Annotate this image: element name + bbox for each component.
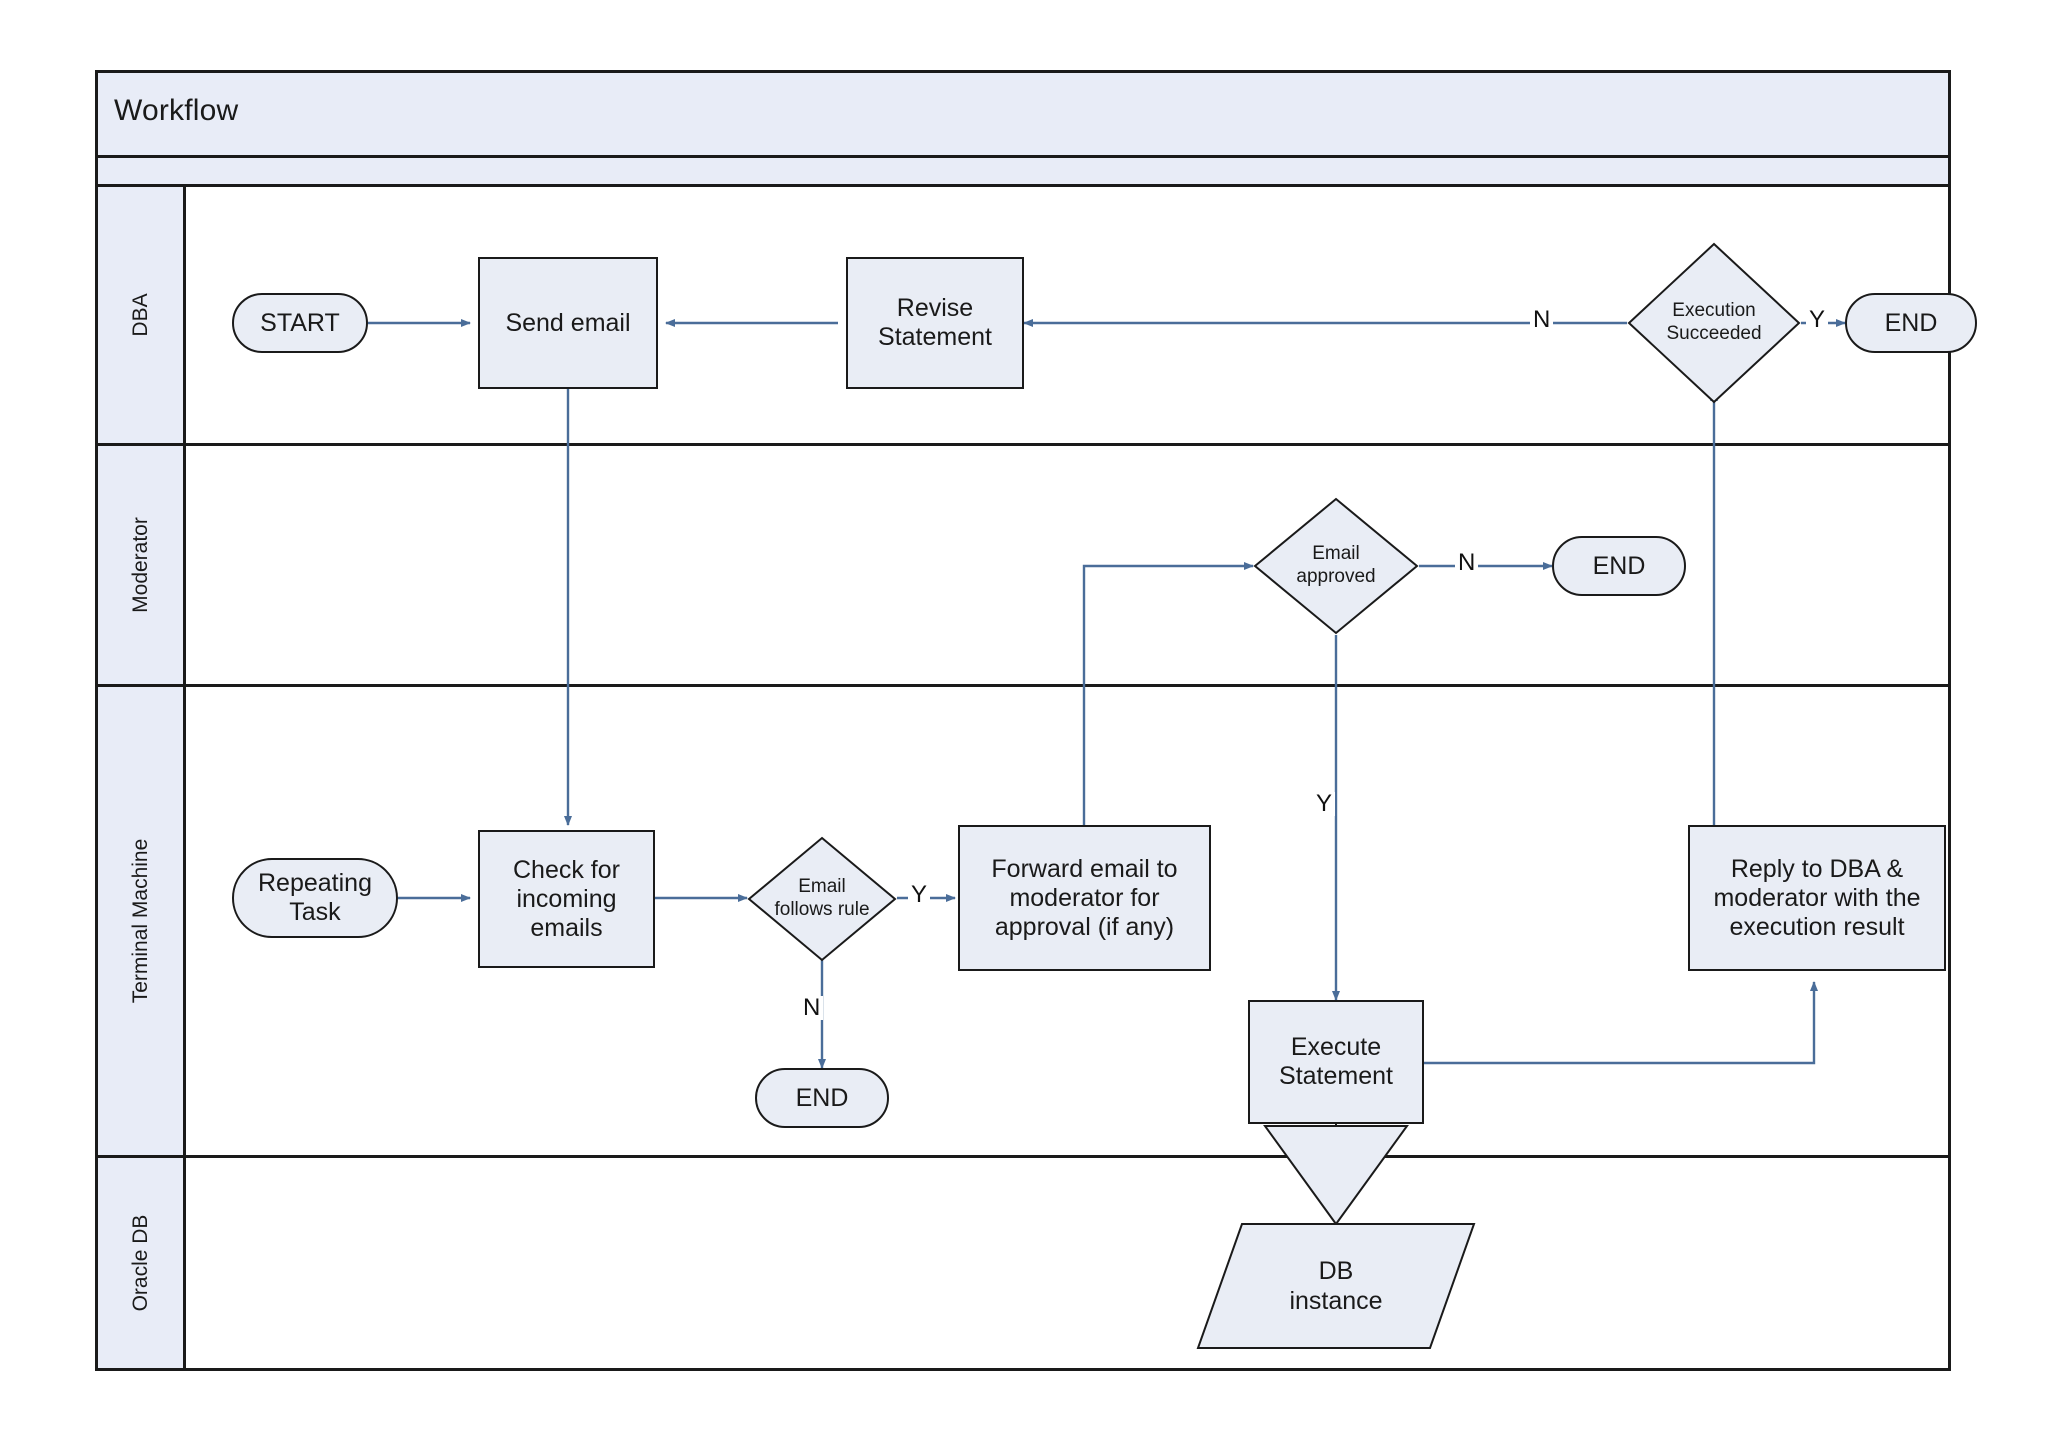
node-end-dba[interactable]: END: [1845, 293, 1977, 353]
pool-subheader-bar: [98, 158, 1948, 187]
pool-title-bar: Workflow: [98, 73, 1948, 158]
node-end-moderator[interactable]: END: [1552, 536, 1686, 596]
lane-label-oracle-db: Oracle DB: [128, 1214, 152, 1312]
lane-dba: DBA: [98, 187, 1948, 446]
lane-label-dba: DBA: [128, 293, 152, 337]
lane-oracle-db: Oracle DB: [98, 1158, 1948, 1368]
page-title: Workflow: [114, 94, 239, 127]
lane-header-dba: DBA: [98, 187, 186, 443]
edge-label-rule-no: N: [800, 996, 824, 1020]
edge-label-approved-no: N: [1455, 551, 1479, 575]
lane-moderator: Moderator: [98, 446, 1948, 687]
diamond-shape: [747, 836, 897, 962]
lane-label-moderator: Moderator: [128, 517, 152, 613]
lane-label-terminal-machine: Terminal Machine: [128, 838, 152, 1004]
edge-label-rule-yes: Y: [908, 883, 931, 907]
node-end-moderator-label: END: [1592, 551, 1646, 580]
lane-header-terminal-machine: Terminal Machine: [98, 687, 186, 1155]
parallelogram-shape: [1196, 1223, 1476, 1349]
edge-label-execution-no: N: [1530, 308, 1554, 332]
lane-terminal-machine: Terminal Machine: [98, 687, 1948, 1158]
node-send-email[interactable]: Send email: [478, 257, 658, 389]
node-end-dba-label: END: [1884, 308, 1938, 337]
node-start-label: START: [260, 308, 340, 337]
node-end-terminal-label: END: [795, 1083, 849, 1112]
diamond-shape: [1253, 497, 1419, 635]
lane-header-moderator: Moderator: [98, 446, 186, 684]
lane-body-oracle-db: [186, 1158, 1948, 1368]
node-end-terminal[interactable]: END: [755, 1068, 889, 1128]
diamond-shape: [1627, 242, 1801, 404]
node-send-email-label: Send email: [505, 308, 631, 337]
node-start[interactable]: START: [232, 293, 368, 353]
lane-header-oracle-db: Oracle DB: [98, 1158, 186, 1368]
data-flow-triangle-icon: [1261, 1124, 1411, 1226]
edge-label-approved-yes: Y: [1313, 792, 1336, 816]
edge-label-execution-yes: Y: [1806, 308, 1829, 332]
